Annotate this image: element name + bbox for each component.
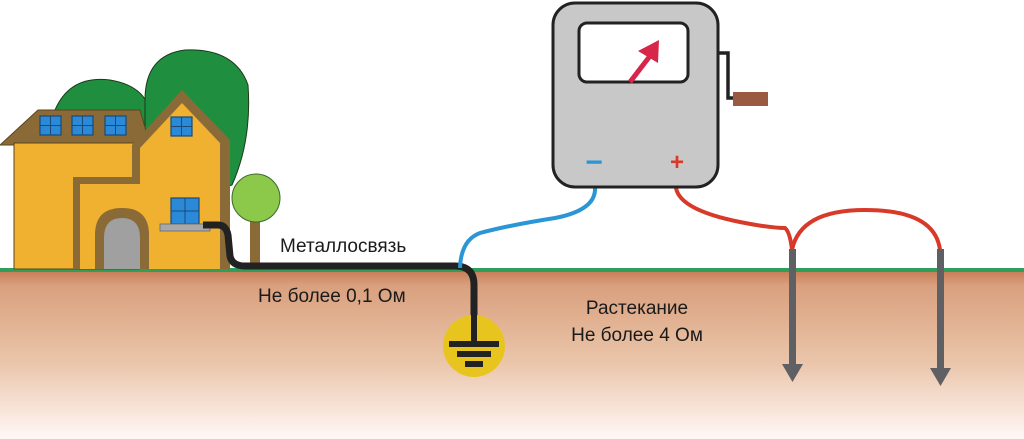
soil <box>0 272 1024 439</box>
bonding-label: Металлосвязь <box>280 236 406 257</box>
meter-dial-window <box>577 21 690 84</box>
negative-wire <box>458 187 597 269</box>
meter-needle-tip <box>638 40 659 63</box>
positive-wire <box>674 187 794 251</box>
bonding-wire <box>203 221 478 338</box>
spreading-label: Растекание <box>586 298 688 319</box>
crank-icon <box>716 51 735 100</box>
test-probes <box>782 249 951 386</box>
ground-surface-line <box>0 268 1024 272</box>
ground-symbol-icon <box>443 290 505 377</box>
spreading-limit-label: Не более 4 Ом <box>571 325 703 346</box>
house-door <box>104 218 140 269</box>
minus-terminal-label: − <box>585 146 603 179</box>
positive-wire-jumper <box>790 207 942 251</box>
meter-needle <box>628 54 652 84</box>
megger-meter: − + <box>551 1 768 189</box>
crank-handle <box>733 92 768 106</box>
plus-terminal-label: + <box>670 149 684 176</box>
bonding-limit-label: Не более 0,1 Ом <box>258 286 406 307</box>
house <box>0 90 230 270</box>
small-tree <box>231 173 281 269</box>
